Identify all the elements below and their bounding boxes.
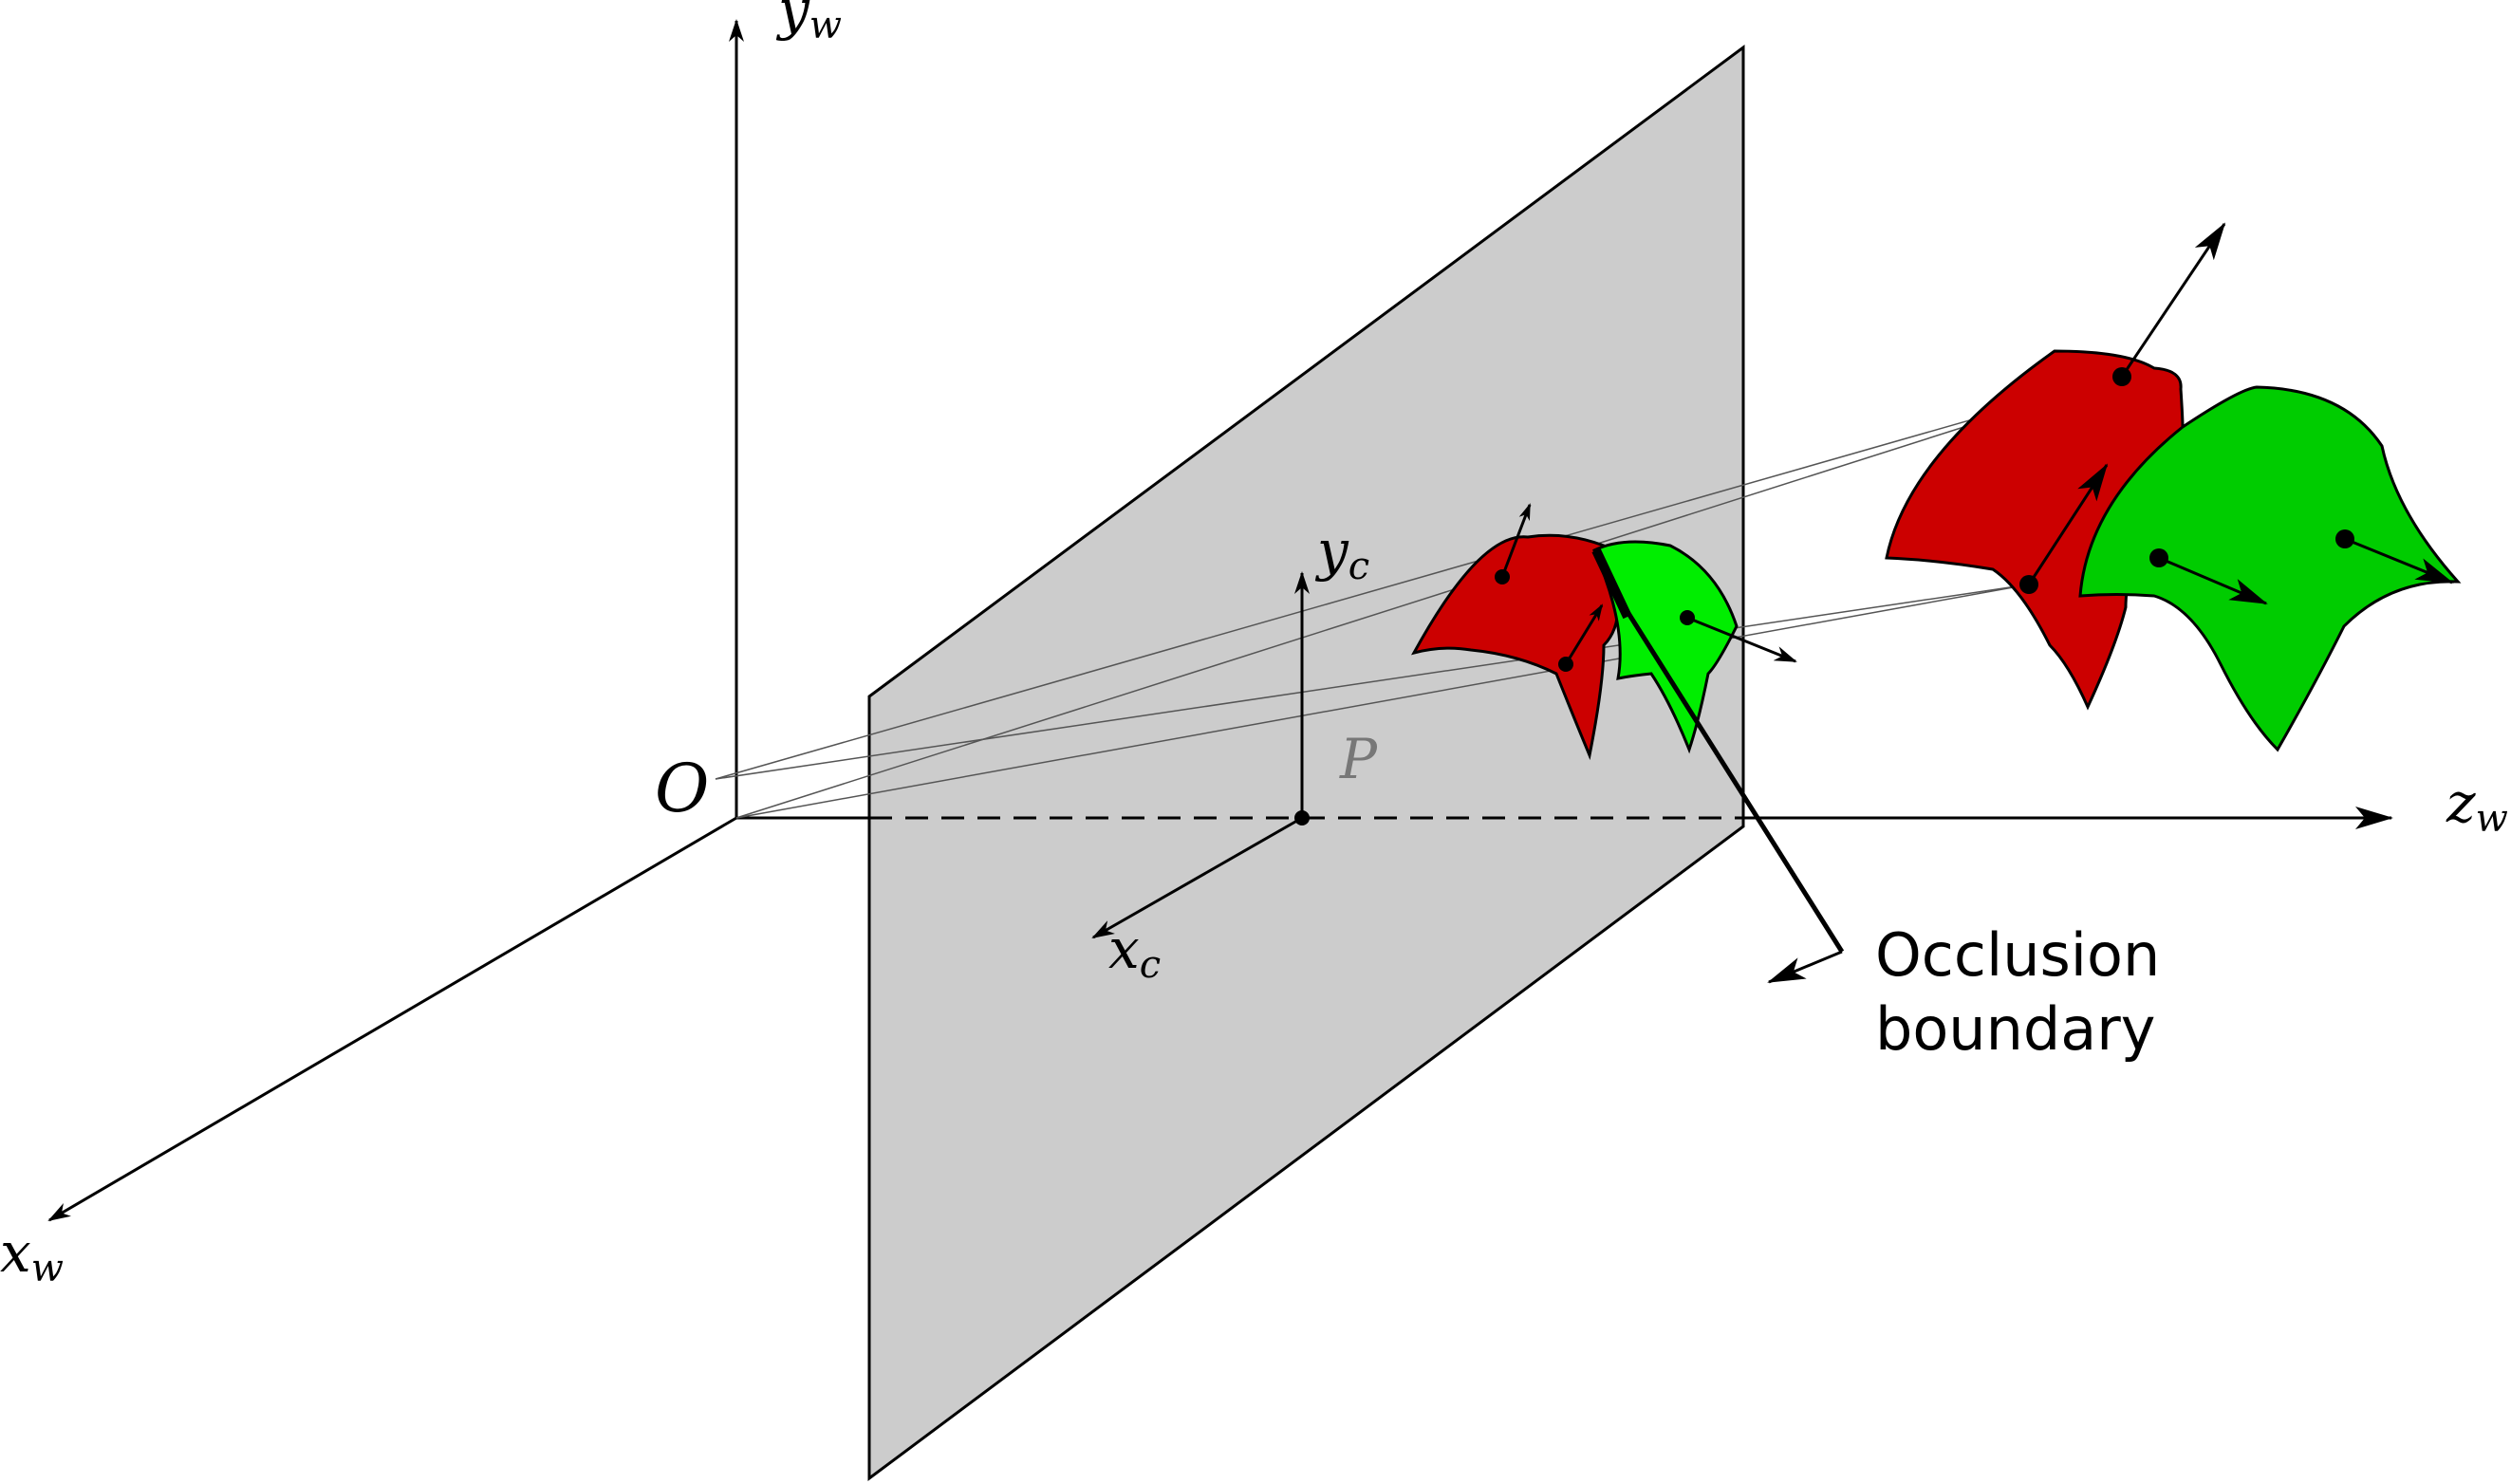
occlusion-boundary-label: Occlusion boundary — [1875, 920, 2179, 1064]
occlusion-edge — [1591, 547, 1632, 620]
camera-x-axis — [1091, 816, 1303, 939]
world-x-label: xw — [0, 1220, 64, 1290]
principal-point-label: P — [1339, 727, 1378, 791]
projected-red-surface — [1411, 533, 1620, 761]
scene-surfaces — [1885, 222, 2462, 752]
projected-surfaces — [1411, 503, 1797, 761]
world-y-label: yw — [775, 0, 842, 47]
camera-x-label: xc — [1108, 917, 1161, 987]
occlusion-pointer — [1622, 605, 1845, 984]
principal-point-marker — [1294, 810, 1310, 825]
image-plane — [867, 45, 1745, 1481]
world-x-axis — [47, 816, 737, 1222]
camera-axes — [1091, 571, 1310, 939]
projection-rays — [715, 376, 2123, 819]
origin-label: O — [655, 750, 709, 827]
camera-y-label: yc — [1314, 518, 1369, 588]
world-axes — [47, 19, 868, 1222]
world-z-label: zw — [2446, 770, 2508, 841]
